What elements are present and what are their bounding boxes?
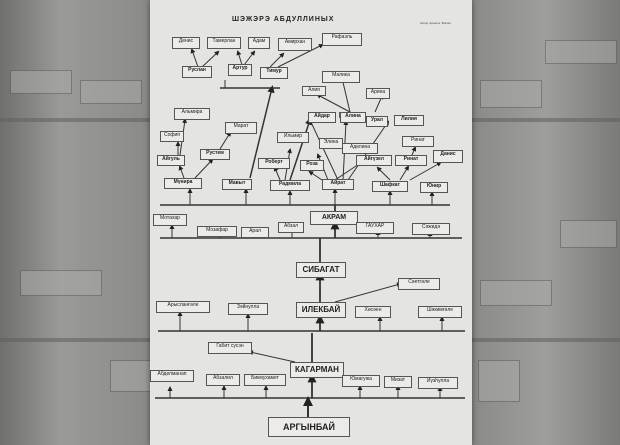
- person-box: Мизат: [384, 376, 412, 388]
- person-box: Арина: [366, 88, 390, 99]
- person-box: Абзалил: [206, 374, 240, 386]
- person-box: Айгуль: [157, 155, 185, 166]
- blurred-box: [560, 220, 617, 248]
- person-box: Хөсәен: [355, 306, 391, 318]
- person-box: Сәетгәле: [398, 278, 440, 290]
- person-box: Мотахар: [153, 214, 187, 226]
- person-box: Шафкат: [372, 181, 408, 192]
- person-box: Юнир: [420, 182, 448, 193]
- person-box: Радмила: [270, 180, 310, 191]
- person-box: Адам: [248, 37, 270, 49]
- person-box-root: АРГЫНБАЙ: [268, 417, 350, 437]
- author-note: Автор проекта: Фирая: [420, 21, 451, 25]
- person-box: Алина: [340, 112, 366, 123]
- person-box: Роберт: [258, 158, 290, 169]
- person-box: Урал: [366, 116, 388, 127]
- person-box: Абделманап: [150, 370, 194, 382]
- blurred-line: [472, 118, 620, 122]
- person-box: Абзал: [278, 222, 304, 233]
- person-box: Габит сусэн: [208, 342, 252, 354]
- blurred-line: [0, 338, 150, 342]
- person-box: София: [160, 131, 184, 142]
- page-title: ШЭЖЭРЭ АБДУЛЛИНЫХ: [232, 16, 335, 23]
- person-box: Альмира: [174, 108, 210, 120]
- person-box: Малика: [322, 71, 360, 83]
- person-box: Амирхан: [278, 38, 312, 51]
- person-box: Рафаэль: [322, 33, 362, 46]
- person-box: Юмагужа: [342, 375, 380, 387]
- blurred-box: [478, 360, 520, 402]
- person-box: Зәйнулла: [228, 303, 268, 315]
- person-box: Ринат: [402, 136, 434, 147]
- blurred-box: [80, 80, 142, 104]
- person-box: Денис: [172, 37, 200, 49]
- person-box: Марат: [225, 122, 257, 134]
- person-box: Айрат: [322, 179, 354, 190]
- blurred-box: [480, 80, 542, 108]
- person-box: Айгүзел: [356, 155, 392, 166]
- blurred-box: [545, 40, 617, 64]
- person-box-main: КАГАРМАН: [290, 362, 344, 378]
- person-box: Мозафар: [197, 226, 237, 237]
- person-box: Роза: [300, 160, 324, 171]
- person-box: Ильмир: [277, 132, 309, 143]
- person-box-main: АКРАМ: [310, 211, 358, 225]
- person-box: Данис: [433, 150, 463, 163]
- person-box: Арысланғәле: [156, 301, 210, 313]
- person-box: Мавыт: [222, 179, 252, 190]
- blurred-box: [110, 360, 152, 392]
- person-box-main: ИЛЕКБАЙ: [296, 302, 346, 318]
- person-box: Сәжидә: [412, 223, 450, 235]
- blurred-box: [20, 270, 102, 296]
- person-box: Аделина: [342, 143, 378, 154]
- person-box: Айдар: [308, 112, 336, 123]
- person-box: Ринат: [395, 155, 427, 166]
- person-box: Йүзһулла: [418, 377, 458, 389]
- person-box: Артур: [228, 64, 252, 76]
- person-box: Рустем: [200, 149, 230, 160]
- family-tree-sheet: ШЭЖЭРЭ АБДУЛЛИНЫХ Автор проекта: Фирая Д…: [150, 0, 472, 445]
- person-box: Тамерлан: [207, 37, 241, 49]
- person-box: Элина: [319, 138, 343, 149]
- person-box: Алия: [302, 86, 326, 96]
- blurred-line: [472, 338, 620, 342]
- blurred-line: [0, 118, 150, 122]
- tree-connector-lines: [155, 44, 465, 417]
- person-box: Лилия: [394, 115, 424, 126]
- blurred-box: [10, 70, 72, 94]
- person-box: Руслан: [182, 66, 212, 78]
- person-box: Тимур: [260, 67, 288, 79]
- person-box-main: СИБАГАТ: [296, 262, 346, 278]
- person-box: ГАУХАР: [356, 222, 394, 234]
- person-box: Шәкимғәле: [418, 306, 462, 318]
- person-box: Бикмухамет: [244, 374, 286, 386]
- person-box: Арал: [241, 227, 269, 238]
- person-box: Мүнира: [164, 178, 202, 189]
- blurred-box: [480, 280, 552, 306]
